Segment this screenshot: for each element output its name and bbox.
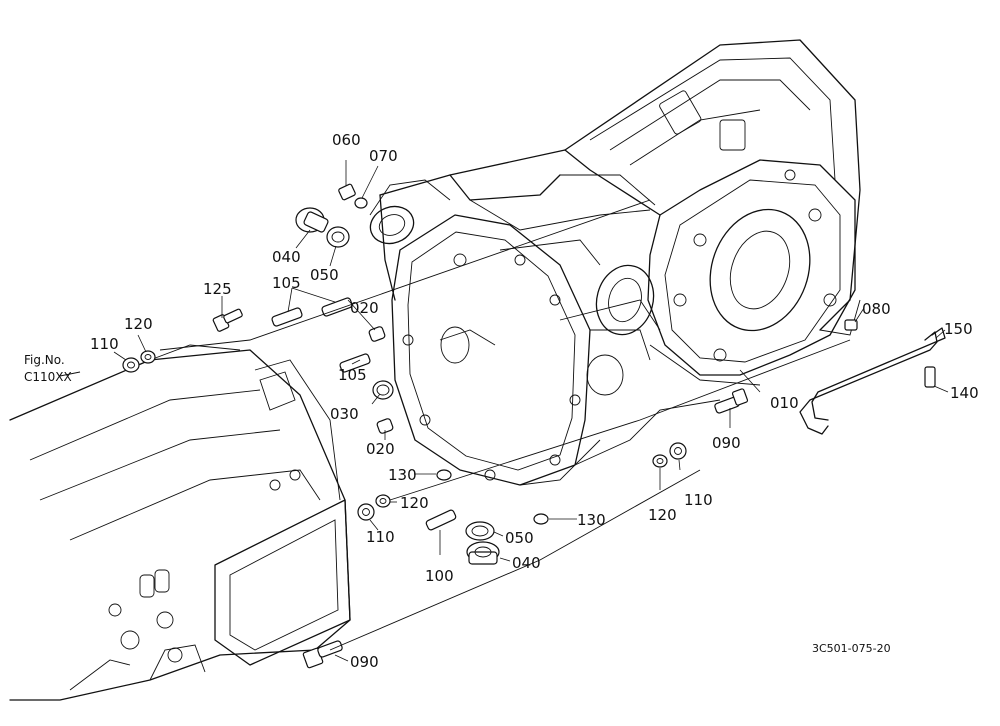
fig-ref-number: C110XX (24, 370, 72, 384)
part-100 (425, 509, 457, 531)
part-110-mid (357, 503, 375, 521)
part-120-left (140, 350, 156, 364)
transmission-case-010 (369, 39, 861, 486)
callout-105: 105 (272, 274, 301, 292)
callout-010: 010 (770, 394, 799, 412)
part-110-left (122, 357, 140, 373)
part-150 (799, 331, 938, 435)
part-125 (212, 308, 243, 332)
callout-150: 150 (944, 320, 973, 338)
callout-030: 030 (330, 405, 359, 423)
callout-060: 060 (332, 131, 361, 149)
callout-050: 050 (505, 529, 534, 547)
drawing-code: 3C501-075-20 (812, 642, 891, 655)
callout-070: 070 (369, 147, 398, 165)
callout-110: 110 (684, 491, 713, 509)
part-080 (844, 319, 858, 331)
part-130-left (436, 469, 452, 481)
part-110-right (669, 442, 687, 460)
part-120-mid (375, 494, 391, 508)
part-020-upper (368, 326, 386, 342)
callout-040: 040 (272, 248, 301, 266)
callout-130: 130 (388, 466, 417, 484)
callout-130: 130 (577, 511, 606, 529)
part-060 (338, 183, 356, 201)
fig-ref-label: Fig.No. (24, 353, 65, 367)
part-040-lower (466, 541, 500, 565)
part-140 (924, 366, 936, 388)
callout-105: 105 (338, 366, 367, 384)
part-090-lower (302, 640, 343, 669)
part-070 (354, 197, 368, 209)
part-030 (372, 380, 394, 400)
parts (122, 183, 946, 669)
callout-090: 090 (350, 653, 379, 671)
callout-020: 020 (350, 299, 379, 317)
callout-110: 110 (366, 528, 395, 546)
part-090-right (714, 388, 749, 414)
callout-100: 100 (425, 567, 454, 585)
part-020-lower (376, 418, 394, 434)
part-040-upper (295, 207, 329, 233)
part-130-right (533, 513, 549, 525)
callout-040: 040 (512, 554, 541, 572)
part-105-lower (339, 353, 371, 373)
part-050-lower (465, 521, 495, 541)
callout-labels: 060 070 040 050 125 105 020 120 110 105 … (90, 131, 979, 671)
front-housing (9, 344, 351, 701)
callout-020: 020 (366, 440, 395, 458)
part-105-upper-b (321, 297, 353, 317)
callout-120: 120 (648, 506, 677, 524)
callout-090: 090 (712, 434, 741, 452)
callout-050: 050 (310, 266, 339, 284)
part-050-upper (326, 226, 350, 248)
callout-120: 120 (124, 315, 153, 333)
part-105-upper-a (271, 307, 303, 327)
callout-110: 110 (90, 335, 119, 353)
callout-140: 140 (950, 384, 979, 402)
leader-lines (59, 160, 949, 662)
callout-125: 125 (203, 280, 232, 298)
callout-080: 080 (862, 300, 891, 318)
callout-120: 120 (400, 494, 429, 512)
part-120-right (652, 454, 668, 468)
